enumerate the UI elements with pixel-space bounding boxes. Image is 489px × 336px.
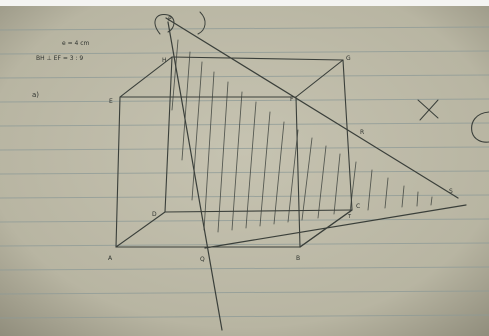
header-note-1: e = 4 cm — [62, 40, 90, 47]
vertex-label-p: P — [168, 16, 172, 23]
vertex-label-b: B — [296, 255, 300, 262]
vertex-label-f: F — [290, 96, 294, 103]
vertex-label-e: E — [109, 98, 113, 105]
question-label: a) — [32, 91, 39, 99]
right-edge-circle-mark — [471, 111, 489, 143]
vertex-label-a: A — [108, 255, 113, 262]
vertex-label-d: D — [152, 211, 157, 218]
margin-x-mark — [417, 99, 439, 121]
vertex-label-h: H — [162, 57, 167, 64]
vertex-label-g: G — [346, 55, 351, 62]
apex-loop — [154, 13, 175, 35]
vertex-label-q: Q — [200, 256, 205, 263]
vertex-label-t: T — [347, 214, 352, 220]
apex-arc — [197, 11, 206, 35]
vertex-label-c: C — [356, 203, 360, 210]
vertex-label-s: S — [449, 188, 453, 195]
section-hatching — [171, 39, 433, 233]
ruled-lines — [0, 26, 489, 319]
header-note-2: BH ⊥ EF = 3 : 9 — [36, 55, 83, 62]
top-white-edge — [0, 0, 489, 6]
vertex-label-r: R — [360, 129, 364, 136]
section-lines — [165, 17, 467, 331]
